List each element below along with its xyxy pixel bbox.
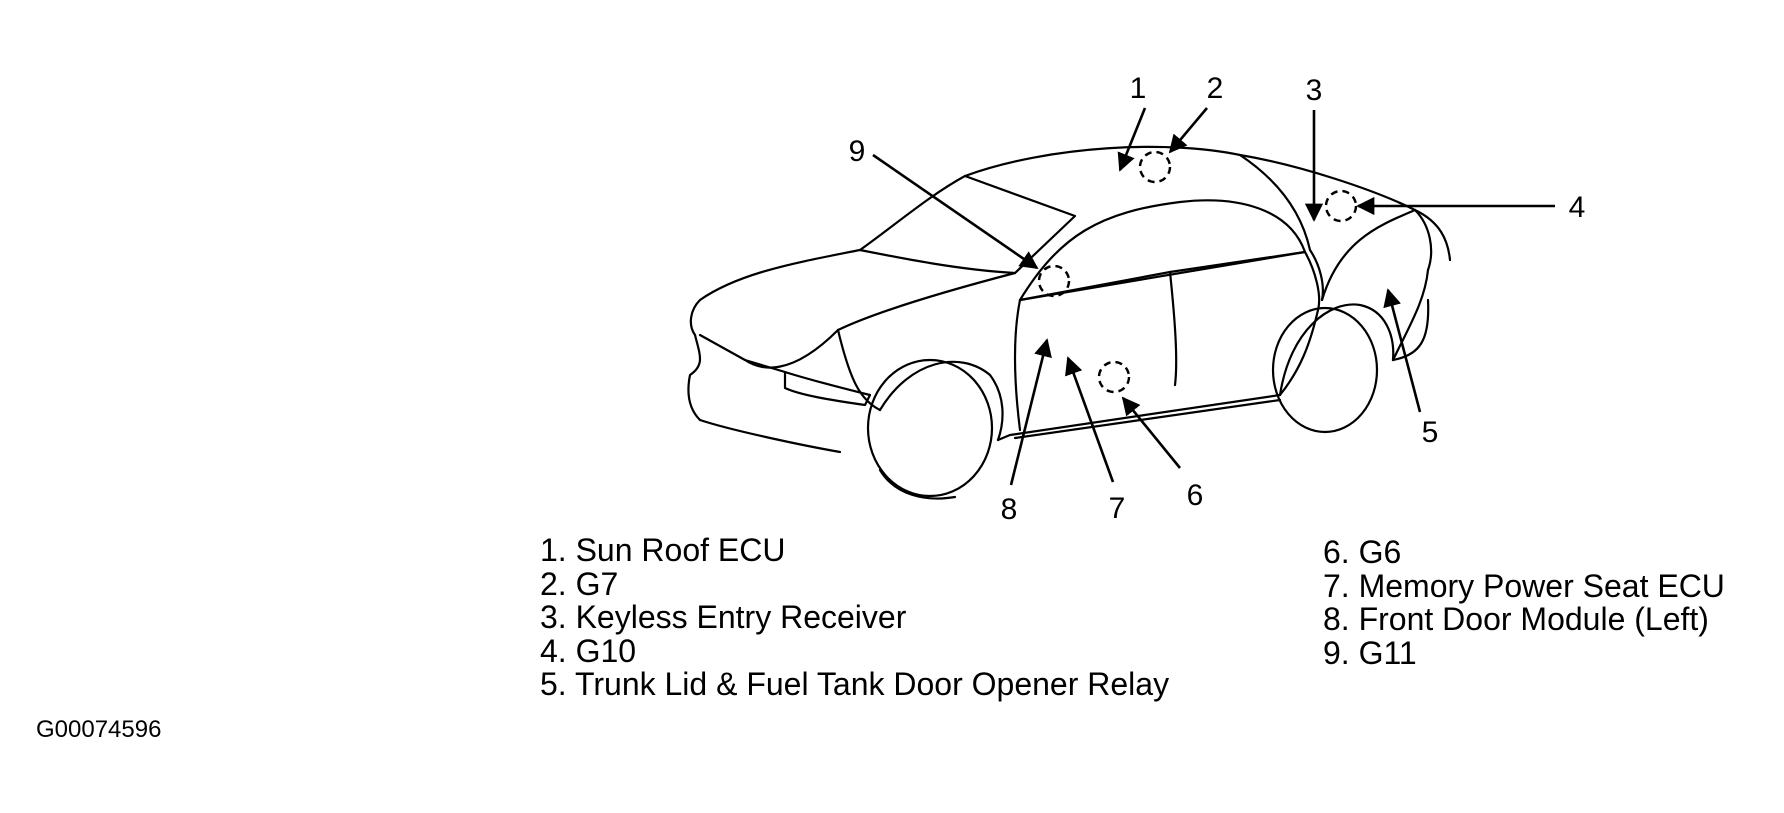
arrow-2: [1168, 107, 1208, 154]
callout-number-4: 4: [1569, 191, 1586, 224]
callout-number-2: 2: [1207, 72, 1224, 105]
arrow-6: [1121, 396, 1182, 469]
callout-number-3: 3: [1306, 74, 1323, 107]
callout-number-7: 7: [1109, 492, 1126, 525]
location-circle-g10: [1324, 189, 1358, 223]
location-circles: [1037, 150, 1358, 394]
location-circle-g6: [1097, 360, 1131, 394]
figure-id: G00074596: [36, 716, 162, 743]
legend-item: 5. Trunk Lid & Fuel Tank Door Opener Rel…: [540, 666, 1170, 702]
location-circle-g7: [1138, 150, 1172, 184]
location-circle-g11: [1037, 264, 1071, 298]
legend-item: 8. Front Door Module (Left): [1323, 601, 1709, 637]
arrow-5: [1383, 288, 1422, 413]
callout-arrows: [872, 107, 1555, 486]
arrow-9: [872, 153, 1039, 270]
car-outline: [687, 145, 1452, 500]
legend-right: 6. G6 7. Memory Power Seat ECU 8. Front …: [1323, 534, 1725, 671]
callout-number-5: 5: [1422, 416, 1439, 449]
callout-number-9: 9: [849, 135, 866, 168]
legend-item: 6. G6: [1323, 534, 1402, 570]
legend-left: 1. Sun Roof ECU 2. G7 3. Keyless Entry R…: [540, 532, 1170, 702]
callout-number-8: 8: [1001, 493, 1018, 526]
arrow-1: [1117, 107, 1147, 172]
callout-number-1: 1: [1130, 72, 1147, 105]
legend-item: 1. Sun Roof ECU: [540, 532, 786, 568]
legend-item: 7. Memory Power Seat ECU: [1323, 567, 1725, 604]
legend-item: 4. G10: [540, 632, 637, 669]
legend-item: 2. G7: [540, 565, 619, 602]
callout-number-6: 6: [1187, 479, 1204, 512]
arrow-8: [1009, 338, 1052, 486]
callout-numbers: 1 2 3 4 5 6 7 8 9: [849, 72, 1586, 526]
arrow-7: [1065, 356, 1115, 483]
legend-item: 9. G11: [1323, 634, 1417, 671]
legend-item: 3. Keyless Entry Receiver: [540, 599, 907, 635]
